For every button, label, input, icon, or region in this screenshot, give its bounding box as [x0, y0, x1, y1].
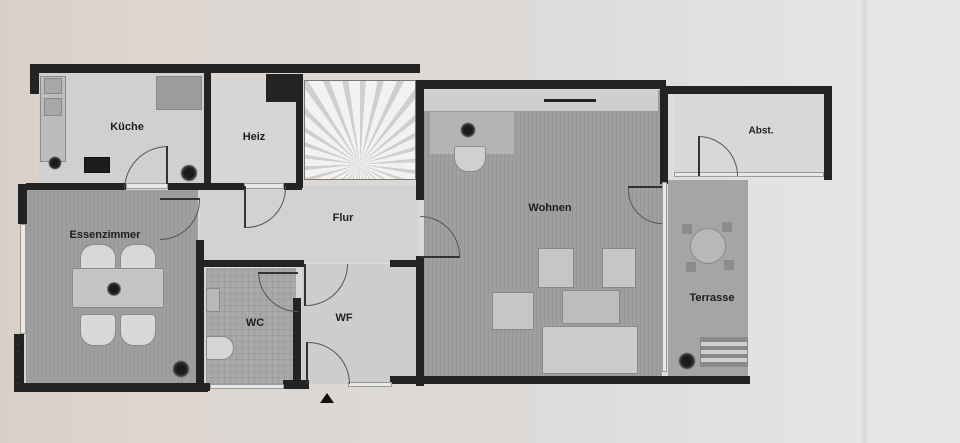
wohnen-window-niche	[424, 90, 658, 112]
label-heiz: Heiz	[242, 131, 266, 143]
side-caption: ▪▪▪▪▪▪▪▪	[15, 334, 21, 386]
wall-top-left	[30, 64, 420, 73]
label-kueche: Küche	[110, 121, 144, 133]
armchair-1	[538, 248, 574, 288]
door-kueche-leaf	[166, 146, 168, 184]
door-wohnen-leaf	[420, 256, 460, 258]
plant-kueche-icon	[180, 164, 198, 182]
dining-chair-4	[120, 314, 156, 346]
wall-bottom-right	[390, 376, 750, 384]
wall-wc-wf	[293, 298, 301, 388]
door-terrasse-leaf	[628, 186, 662, 188]
label-terrasse: Terrasse	[689, 292, 735, 304]
wall-heiz-corner	[266, 74, 298, 102]
kitchen-table-dark	[84, 157, 110, 173]
door-entrance-leaf	[306, 342, 308, 384]
table-flowers-icon	[106, 282, 122, 296]
toilet-icon	[206, 336, 234, 360]
sofa	[542, 326, 638, 374]
dining-chair-3	[80, 314, 116, 346]
desk-chair	[454, 146, 486, 172]
wall-kueche-bottom	[26, 183, 126, 190]
door-wf-top-leaf	[304, 264, 306, 306]
terrace-chair-1	[682, 224, 692, 234]
label-essenzimmer: Essenzimmer	[69, 229, 141, 241]
wc-basin	[206, 288, 220, 312]
plant-desk-icon	[460, 122, 476, 138]
wall-kueche-heiz	[204, 72, 211, 188]
terrace-chair-2	[722, 222, 732, 232]
window-terrasse-door	[662, 182, 667, 372]
door-essen-leaf	[160, 198, 200, 200]
wall-flur-bottom	[200, 260, 304, 267]
label-abst: Abst.	[748, 125, 774, 137]
door-abst-leaf	[698, 136, 700, 176]
wall-top-abst	[664, 86, 832, 94]
door-wc-leaf	[258, 272, 298, 274]
terrace-chair-4	[724, 260, 734, 270]
wall-top-wohnen	[418, 80, 666, 89]
wall-wohnen-terrasse	[660, 86, 668, 184]
armchair-2	[602, 248, 636, 288]
room-flur	[200, 186, 418, 262]
window-abst-bottom	[674, 172, 824, 177]
wall-heiz-bottom	[284, 183, 302, 190]
label-wc: WC	[245, 317, 265, 329]
door-heiz-leaf	[244, 186, 246, 228]
staircase	[304, 80, 416, 180]
coffee-table	[562, 290, 620, 324]
wall-kueche-bottom-r	[168, 183, 244, 190]
kitchen-cabinet-top	[156, 76, 202, 110]
window-essen-left	[20, 224, 26, 334]
wall-flur-bottom-r	[390, 260, 422, 267]
label-flur: Flur	[332, 212, 354, 224]
label-wf: WF	[335, 312, 353, 324]
terrace-lounger	[700, 337, 748, 367]
wohnen-radiator	[544, 99, 596, 102]
wall-left-essen-bottom	[14, 334, 24, 390]
window-wf-bottom	[348, 382, 392, 387]
wall-heiz-stair	[296, 74, 303, 188]
wall-bottom-wc	[200, 383, 210, 391]
plant-essen-icon	[172, 360, 190, 378]
wall-wf-wohnen	[416, 256, 424, 386]
plant-terrasse-icon	[678, 352, 696, 370]
paper-crease	[862, 0, 868, 443]
kueche-chair-icon	[48, 156, 62, 170]
terrace-chair-3	[686, 262, 696, 272]
wall-stair-wohnen	[416, 80, 424, 200]
window-wc-bottom	[210, 384, 284, 389]
armchair-3	[492, 292, 534, 330]
sink-icon	[44, 98, 62, 116]
wall-right-abst	[824, 86, 832, 180]
label-wohnen: Wohnen	[528, 202, 572, 214]
stove-icon	[44, 78, 62, 94]
wall-bottom-wcwf	[283, 380, 309, 389]
wall-left-kueche	[30, 64, 39, 94]
wall-essen-flur	[196, 240, 204, 390]
terrace-table	[690, 228, 726, 264]
entrance-arrow-icon	[320, 393, 334, 403]
wall-bottom-left	[14, 383, 208, 392]
wall-left-essen-top	[18, 184, 27, 224]
